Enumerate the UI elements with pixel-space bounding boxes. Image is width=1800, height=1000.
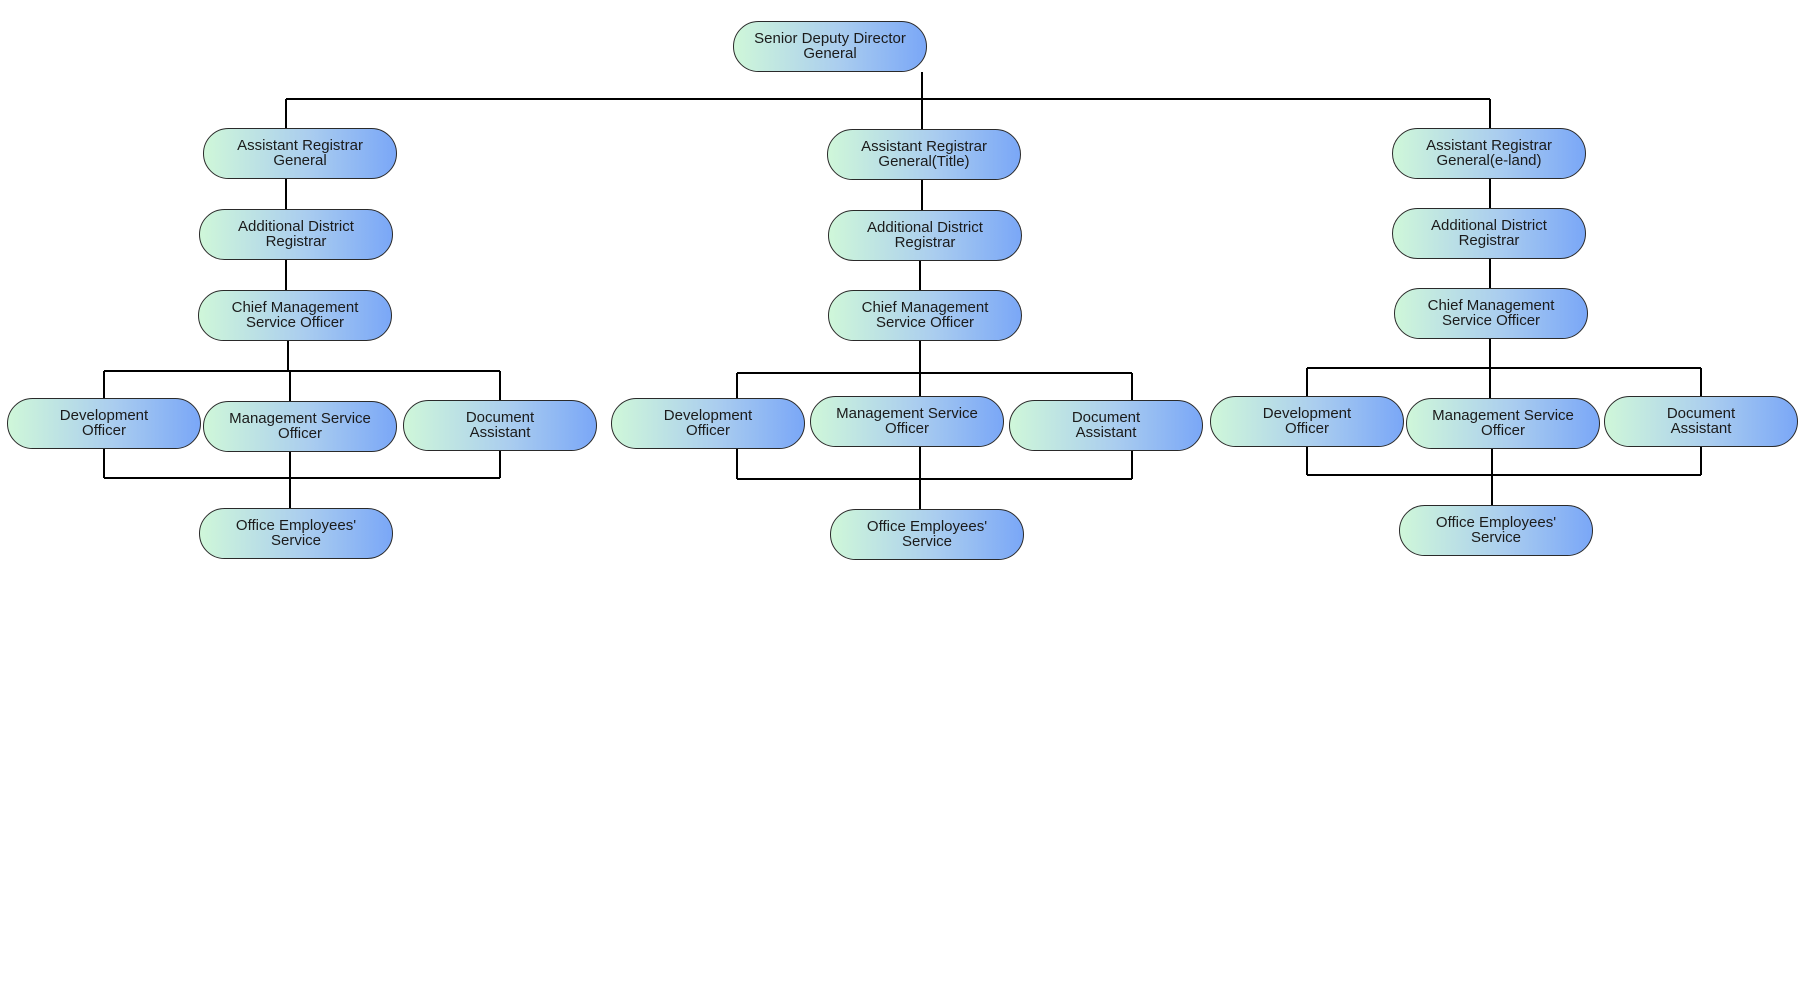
node-label-line: Office Employees' (235, 517, 357, 534)
node-label-line: Development (663, 407, 753, 424)
node-management-service-officer: Management Service Officer (1406, 397, 1600, 449)
node-label-line: Development (1262, 405, 1352, 422)
node-label-line: Officer (278, 425, 322, 442)
node-label-line: Chief Management (1427, 297, 1555, 314)
node-office-employees-service: Office Employees' Service (1399, 504, 1593, 556)
node-label-line: Management Service (229, 410, 371, 427)
node-label-line: Additional District (867, 219, 983, 236)
node-additional-district-registrar: Additional District Registrar (199, 208, 393, 260)
node-development-officer: Development Officer (1210, 395, 1404, 447)
node-label-line: Service (270, 532, 322, 549)
node-label-line: General (803, 45, 857, 62)
node-label-line: General (273, 152, 327, 169)
node-additional-district-registrar: Additional District Registrar (828, 209, 1022, 261)
node-label-line: Officer (82, 422, 126, 439)
node-label-line: Service Officer (875, 314, 975, 331)
node-label-line: Development (59, 407, 149, 424)
node-chief-management-service-officer: Chief Management Service Officer (1394, 287, 1588, 339)
node-document-assistant: Document Assistant (403, 399, 597, 451)
node-assistant-registrar-general: Assistant Registrar General (203, 127, 397, 179)
node-label-line: Additional District (1431, 217, 1547, 234)
node-label-line: Document (1666, 405, 1736, 422)
node-label-line: Chief Management (231, 299, 359, 316)
node-label-line: Registrar (1458, 232, 1520, 249)
node-label-line: Management Service (836, 405, 978, 422)
node-development-officer: Development Officer (611, 397, 805, 449)
node-label-line: Document (465, 409, 535, 426)
node-document-assistant: Document Assistant (1009, 399, 1203, 451)
node-chief-management-service-officer: Chief Management Service Officer (198, 289, 392, 341)
node-office-employees-service: Office Employees' Service (830, 508, 1024, 560)
node-label-line: General(e-land) (1436, 152, 1542, 169)
node-label-line: Registrar (894, 234, 956, 251)
node-label-line: Document (1071, 409, 1141, 426)
node-label-line: Assistant (1670, 420, 1732, 437)
node-label-line: General(Title) (878, 153, 970, 170)
node-label-line: Service Officer (1441, 312, 1541, 329)
node-label-line: Officer (885, 420, 929, 437)
node-senior-deputy-director-general: Senior Deputy Director General (733, 20, 927, 72)
node-assistant-registrar-general-title: Assistant Registrar General(Title) (827, 128, 1021, 180)
node-document-assistant: Document Assistant (1604, 395, 1798, 447)
node-label-line: Assistant Registrar (1426, 137, 1552, 154)
node-chief-management-service-officer: Chief Management Service Officer (828, 289, 1022, 341)
node-management-service-officer: Management Service Officer (810, 395, 1004, 447)
node-label-line: Additional District (238, 218, 354, 235)
node-label-line: Officer (1285, 420, 1329, 437)
node-label-line: Service (901, 533, 953, 550)
node-assistant-registrar-general-e-land: Assistant Registrar General(e-land) (1392, 127, 1586, 179)
node-label-line: Registrar (265, 233, 327, 250)
node-label-line: Service (1470, 529, 1522, 546)
node-label-line: Assistant (1075, 424, 1137, 441)
node-label-line: Office Employees' (866, 518, 988, 535)
node-label-line: Service Officer (245, 314, 345, 331)
node-label-line: Management Service (1432, 407, 1574, 424)
node-label-line: Senior Deputy Director (754, 30, 906, 47)
node-management-service-officer: Management Service Officer (203, 400, 397, 452)
node-label-line: Office Employees' (1435, 514, 1557, 531)
node-development-officer: Development Officer (7, 397, 201, 449)
node-additional-district-registrar: Additional District Registrar (1392, 207, 1586, 259)
node-label-line: Assistant Registrar (237, 137, 363, 154)
node-label-line: Officer (1481, 422, 1525, 439)
node-label-line: Assistant (469, 424, 531, 441)
node-label-line: Officer (686, 422, 730, 439)
node-label-line: Chief Management (861, 299, 989, 316)
node-label-line: Assistant Registrar (861, 138, 987, 155)
node-office-employees-service: Office Employees' Service (199, 507, 393, 559)
